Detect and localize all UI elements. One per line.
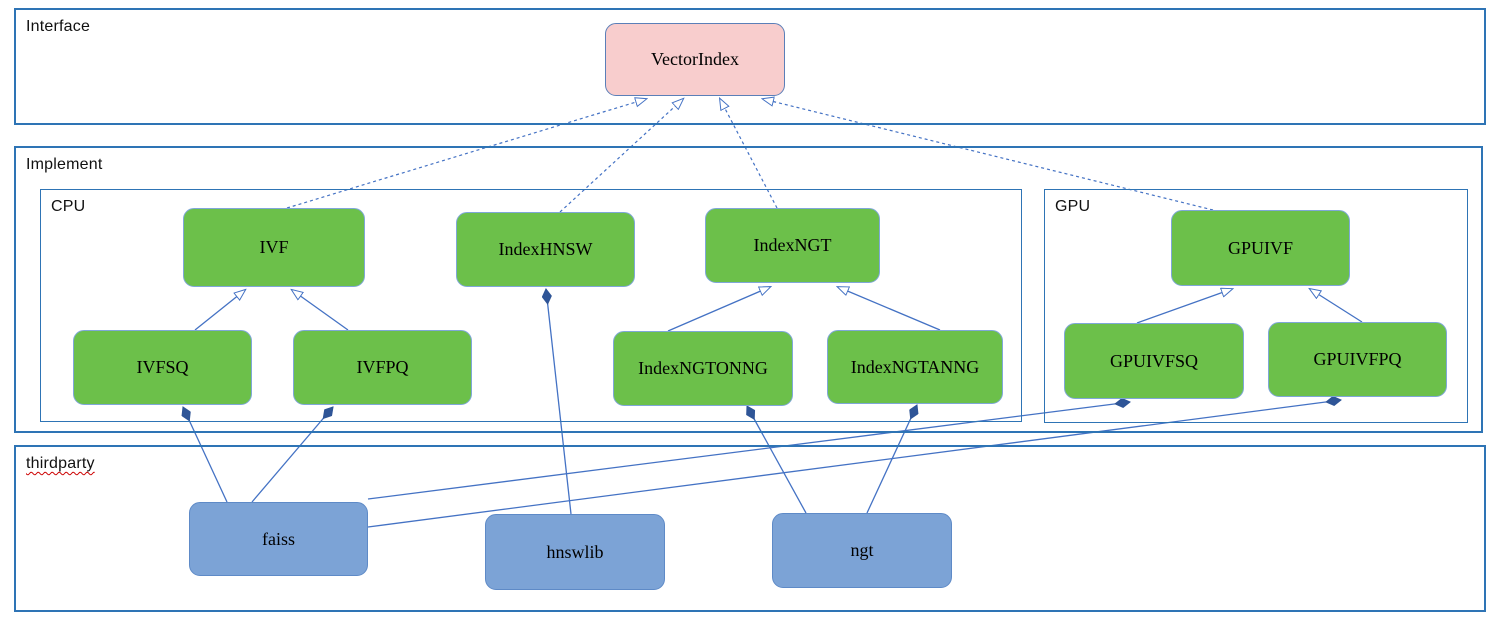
node-label-gpuivf: GPUIVF (1227, 237, 1293, 258)
node-indexngtanng[interactable]: IndexNGTANNG (827, 330, 1003, 404)
section-label-gpu: GPU (1055, 198, 1091, 215)
node-label-faiss: faiss (262, 528, 295, 549)
node-gpuivfpq[interactable]: GPUIVFPQ (1268, 322, 1447, 397)
section-label-thirdparty: thirdparty (26, 455, 95, 472)
section-label-cpu: CPU (51, 198, 86, 215)
node-indexngtonng[interactable]: IndexNGTONNG (613, 331, 793, 406)
node-label-indexngtanng: IndexNGTANNG (850, 356, 980, 377)
node-label-ivf: IVF (259, 237, 289, 257)
node-label-indexngtonng: IndexNGTONNG (638, 358, 768, 378)
node-faiss[interactable]: faiss (189, 502, 368, 576)
section-label-interface: Interface (26, 18, 91, 35)
node-gpuivf[interactable]: GPUIVF (1171, 210, 1350, 286)
node-label-gpuivfsq: GPUIVFSQ (1109, 350, 1199, 371)
node-indexhnsw[interactable]: IndexHNSW (456, 212, 635, 287)
node-ivfpq[interactable]: IVFPQ (293, 330, 472, 405)
section-gpu: GPU (1044, 189, 1468, 423)
section-implement: Implement (14, 146, 1483, 433)
node-gpuivfsq[interactable]: GPUIVFSQ (1064, 323, 1244, 399)
section-thirdparty: thirdparty (14, 445, 1486, 612)
section-cpu: CPU (40, 189, 1022, 422)
node-label-ivfpq: IVFPQ (356, 357, 409, 377)
node-hnswlib[interactable]: hnswlib (485, 514, 665, 590)
node-label-indexngt: IndexNGT (753, 235, 832, 255)
node-label-ngt: ngt (850, 540, 874, 560)
section-interface: Interface (14, 8, 1486, 125)
node-label-hnswlib: hnswlib (546, 541, 604, 562)
node-ivfsq[interactable]: IVFSQ (73, 330, 252, 405)
node-indexngt[interactable]: IndexNGT (705, 208, 880, 283)
node-vectorindex[interactable]: VectorIndex (605, 23, 785, 96)
node-ivf[interactable]: IVF (183, 208, 365, 287)
node-label-ivfsq: IVFSQ (136, 357, 189, 377)
node-ngt[interactable]: ngt (772, 513, 952, 588)
node-label-indexhnsw: IndexHNSW (498, 239, 593, 259)
node-label-gpuivfpq: GPUIVFPQ (1313, 349, 1402, 369)
node-label-vectorindex: VectorIndex (651, 49, 739, 69)
section-label-implement: Implement (26, 156, 103, 173)
